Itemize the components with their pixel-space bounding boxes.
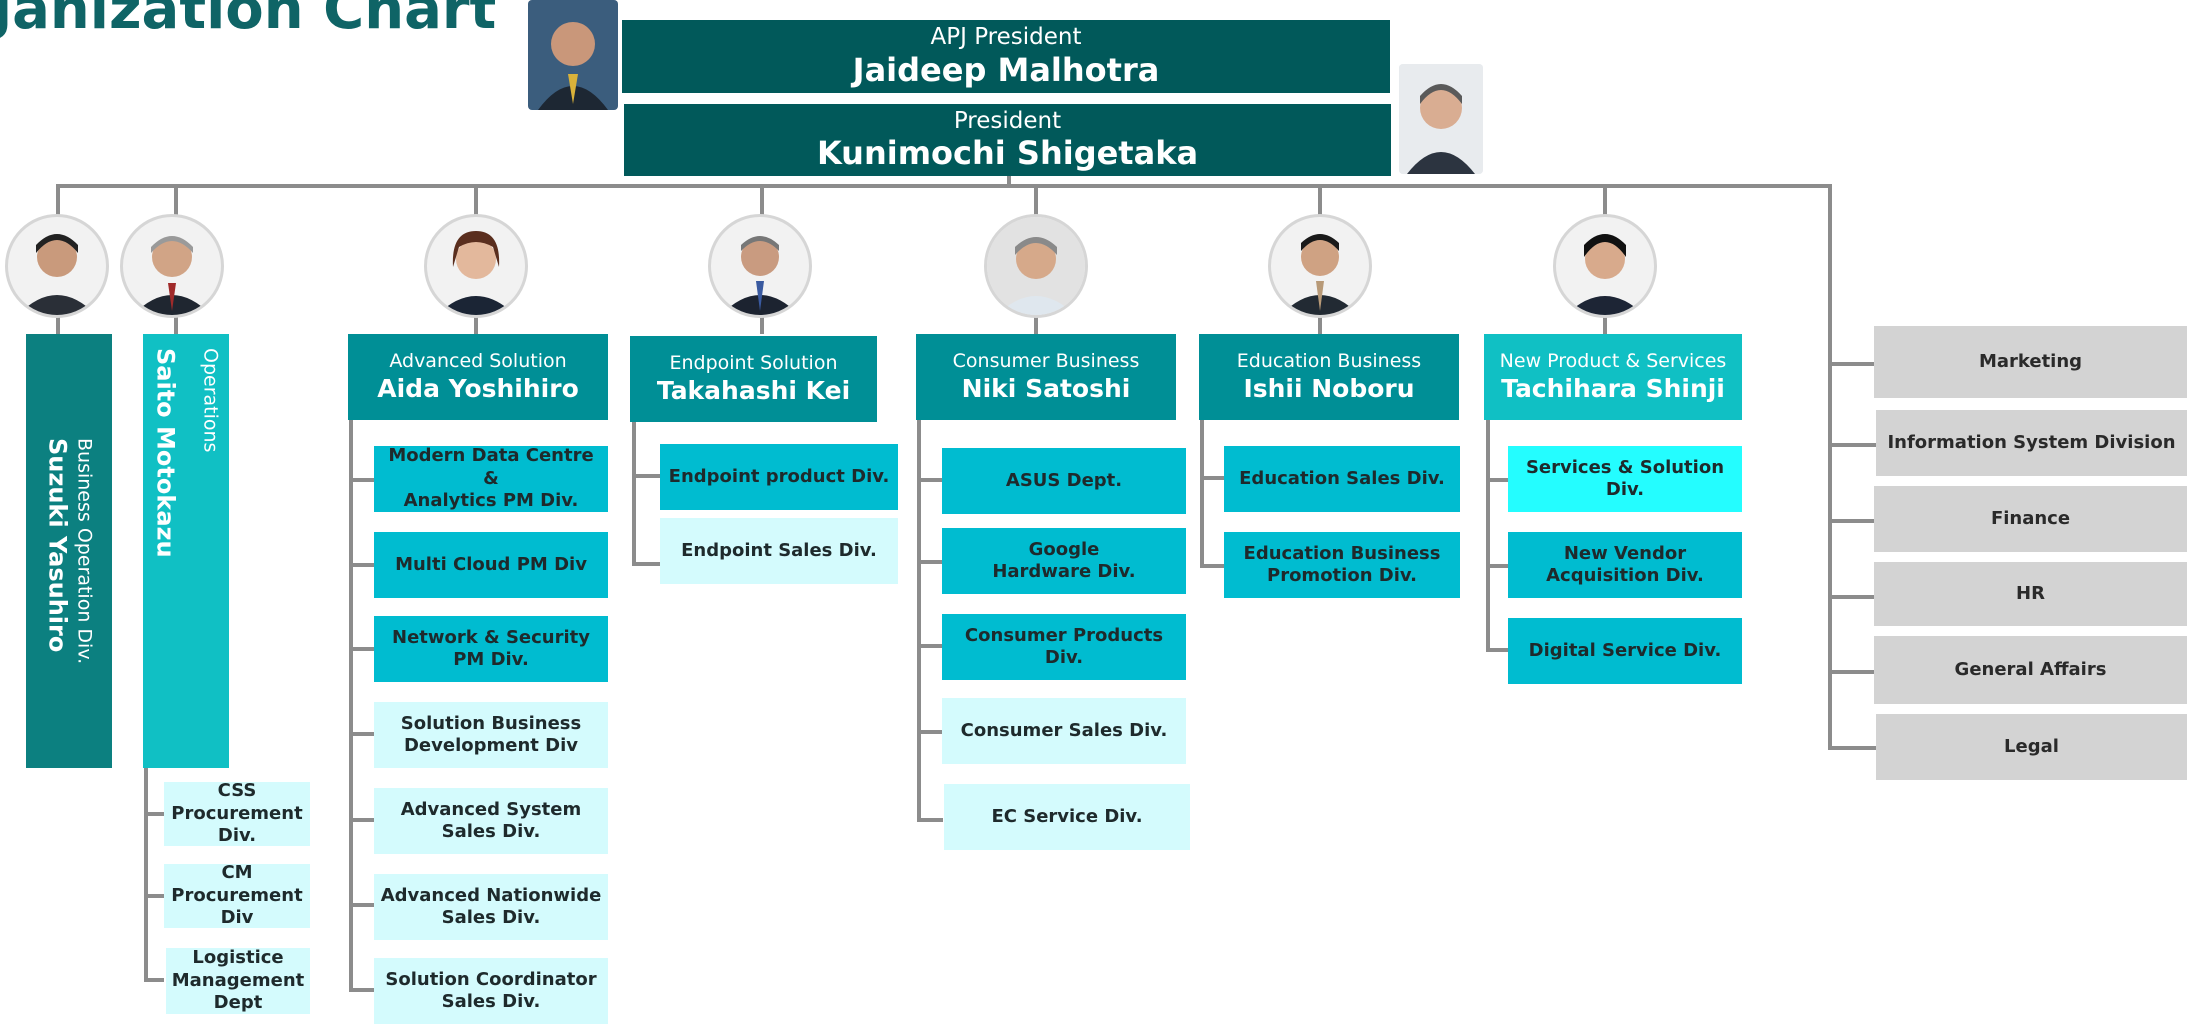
apj-president-role: APJ President — [930, 24, 1082, 51]
avatar — [120, 214, 224, 318]
apj-president-name: Jaideep Malhotra — [852, 50, 1160, 89]
division-box: Multi Cloud PM Div — [374, 532, 608, 598]
education-business-head: Education Business Ishii Noboru — [1199, 334, 1459, 420]
dept-role: Advanced Solution — [389, 349, 567, 372]
corporate-function-box: Marketing — [1874, 326, 2187, 398]
division-box: Education Business Promotion Div. — [1224, 532, 1460, 598]
consumer-business-head: Consumer Business Niki Satoshi — [916, 334, 1176, 420]
division-box: New Vendor Acquisition Div. — [1508, 532, 1742, 598]
person-photo-icon — [18, 234, 96, 315]
avatar — [5, 214, 109, 318]
business-operation-head: Business Operation Div. Suzuki Yasuhiro — [26, 334, 112, 768]
corporate-function-box: Information System Division — [1876, 410, 2187, 476]
apj-president-photo — [528, 0, 618, 110]
corporate-function-box: General Affairs — [1874, 636, 2187, 704]
division-box: Advanced Nationwide Sales Div. — [374, 874, 608, 940]
operations-div: CSS Procurement Div. — [164, 780, 310, 846]
division-box: Services & Solution Div. — [1508, 446, 1742, 512]
president-name: Kunimochi Shigetaka — [816, 134, 1199, 173]
person-photo-icon — [721, 236, 799, 315]
person-photo-icon — [528, 0, 618, 110]
division-box: Endpoint Sales Div. — [660, 518, 898, 584]
division-box: Solution Coordinator Sales Div. — [374, 958, 608, 1024]
dept-head-name: Tachihara Shinji — [1501, 373, 1725, 403]
endpoint-solution-head: Endpoint Solution Takahashi Kei — [630, 336, 877, 422]
division-box: Consumer Products Div. — [942, 614, 1186, 680]
person-photo-icon — [987, 217, 1085, 315]
avatar — [1553, 214, 1657, 318]
division-box: Network & Security PM Div. — [374, 616, 608, 682]
dept-head-name: Niki Satoshi — [961, 373, 1131, 403]
division-box: Google Hardware Div. — [942, 528, 1186, 594]
dept-role: Consumer Business — [952, 349, 1140, 372]
division-box: EC Service Div. — [944, 784, 1190, 850]
corporate-function-box: HR — [1874, 562, 2187, 626]
operations-div: CM Procurement Div — [164, 862, 310, 928]
division-box: Digital Service Div. — [1508, 618, 1742, 684]
avatar — [424, 214, 528, 318]
division-box: Advanced System Sales Div. — [374, 788, 608, 854]
division-box: Solution Business Development Div — [374, 702, 608, 768]
dept-head-name: Takahashi Kei — [656, 375, 851, 405]
operations-role: Operations — [199, 348, 222, 453]
new-product-services-head: New Product & Services Tachihara Shinji — [1484, 334, 1742, 420]
division-box: Endpoint product Div. — [660, 444, 898, 510]
division-box: Education Sales Div. — [1224, 446, 1460, 512]
avatar — [984, 214, 1088, 318]
person-photo-icon — [1399, 64, 1483, 174]
person-photo-icon — [133, 236, 211, 315]
division-box: Modern Data Centre & Analytics PM Div. — [374, 445, 608, 512]
corporate-function-box: Finance — [1874, 486, 2187, 552]
dept-role: New Product & Services — [1499, 349, 1727, 372]
dept-role: Endpoint Solution — [669, 351, 838, 374]
operations-div: Logistice Management Dept — [166, 947, 310, 1014]
corporate-function-box: Legal — [1876, 714, 2187, 780]
president-box: President Kunimochi Shigetaka — [624, 104, 1391, 176]
avatar — [1268, 214, 1372, 318]
dept-head-name: Aida Yoshihiro — [377, 373, 579, 403]
president-photo — [1399, 64, 1483, 174]
business-operation-role: Business Operation Div. — [73, 437, 96, 665]
dept-head-name: Ishii Noboru — [1243, 373, 1415, 403]
business-operation-name: Suzuki Yasuhiro — [43, 437, 72, 653]
advanced-solution-head: Advanced Solution Aida Yoshihiro — [348, 334, 608, 420]
dept-role: Education Business — [1236, 349, 1422, 372]
avatar — [708, 214, 812, 318]
operations-head: Operations Saito Motokazu — [143, 334, 229, 768]
person-photo-icon — [1281, 234, 1359, 315]
page-title: ganization Chart — [0, 0, 497, 42]
president-role: President — [953, 107, 1062, 134]
person-photo-icon — [1566, 234, 1644, 315]
division-box: ASUS Dept. — [942, 448, 1186, 514]
person-photo-icon — [437, 231, 515, 315]
apj-president-box: APJ President Jaideep Malhotra — [622, 20, 1390, 93]
division-box: Consumer Sales Div. — [942, 698, 1186, 764]
operations-name: Saito Motokazu — [151, 348, 180, 558]
